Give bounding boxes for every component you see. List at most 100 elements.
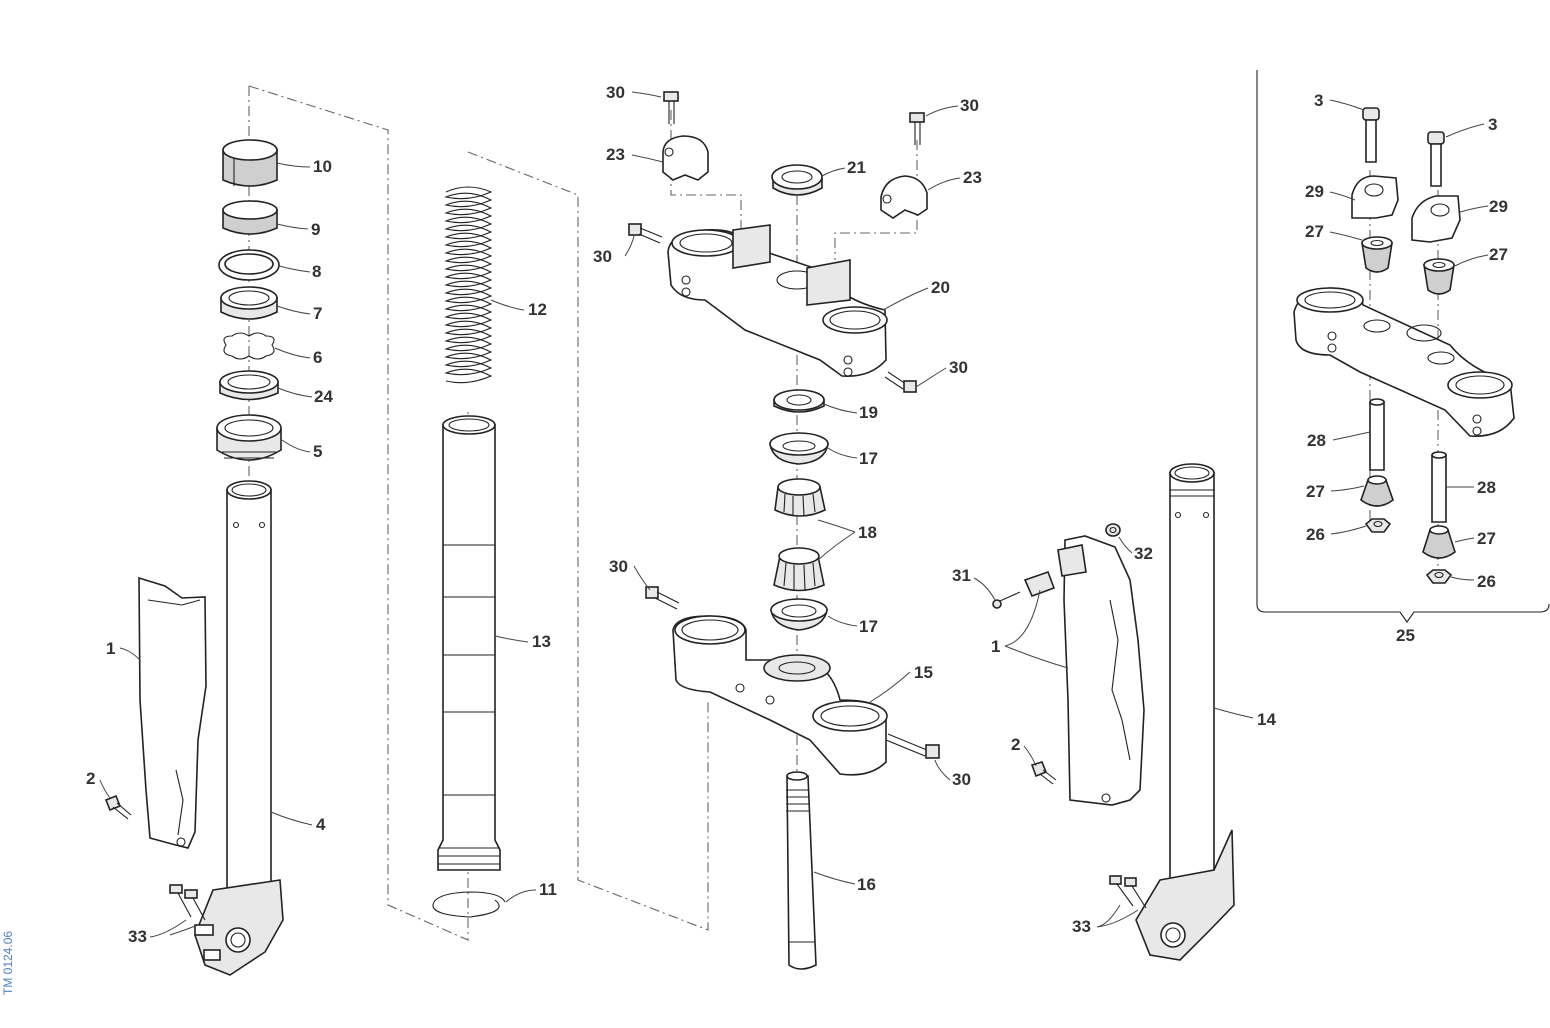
left-fork-leg-group <box>104 139 284 976</box>
callout-10: 10 <box>313 157 332 176</box>
part-8-washer <box>218 249 280 281</box>
part-28-spacer-left <box>1369 398 1385 471</box>
part-26-nut-left <box>1364 518 1392 533</box>
part-6-retaining-clip <box>223 332 275 360</box>
part-1-fork-guard-right <box>1057 535 1145 806</box>
callout-3-b: 3 <box>1488 115 1497 134</box>
part-27-rubber-right-bottom <box>1422 525 1456 559</box>
part-15-lower-triple-clamp <box>672 615 888 776</box>
callout-1-left: 1 <box>106 639 115 658</box>
part-13-inner-tube <box>437 415 501 871</box>
callout-11: 11 <box>539 880 557 899</box>
callout-4: 4 <box>316 815 326 834</box>
part-4-outer-tube <box>194 480 284 976</box>
callout-33-right: 33 <box>1072 917 1091 936</box>
right-fork-leg-group <box>992 463 1235 961</box>
callout-27-c: 27 <box>1306 482 1325 501</box>
callout-27-a: 27 <box>1305 222 1324 241</box>
callout-30-b: 30 <box>960 96 979 115</box>
part-18-bearing-upper <box>774 478 826 517</box>
callout-28-b: 28 <box>1477 478 1496 497</box>
callout-30-a: 30 <box>606 83 625 102</box>
callout-23-a: 23 <box>606 145 625 164</box>
part-24-dust-seal <box>219 370 279 401</box>
callout-29-b: 29 <box>1489 197 1508 216</box>
callout-27-d: 27 <box>1477 529 1496 548</box>
part-29-clamp-right <box>1411 195 1461 243</box>
callout-17-b: 17 <box>859 617 878 636</box>
part-30-bolt-top-right <box>909 112 925 145</box>
callout-19: 19 <box>859 403 878 422</box>
part-5-dust-wiper <box>216 414 282 461</box>
part-2-bolt-left <box>104 794 132 820</box>
part-27-rubber-left-bottom <box>1360 475 1394 507</box>
callout-29-a: 29 <box>1305 182 1324 201</box>
part-20-upper-triple-clamp <box>667 224 888 377</box>
callout-14: 14 <box>1257 710 1276 729</box>
callout-33-left: 33 <box>128 927 147 946</box>
part-3-bolt-right <box>1427 131 1445 187</box>
part-33-bolts-left <box>169 884 206 921</box>
part-16-steering-stem <box>786 771 817 970</box>
assembly-centerlines <box>248 85 1439 941</box>
part-1-fork-guard-left <box>138 576 207 849</box>
callout-24: 24 <box>314 387 333 406</box>
callout-16: 16 <box>857 875 876 894</box>
kit-25-group <box>1256 70 1550 623</box>
part-23-clamp-right <box>880 175 928 219</box>
callout-18: 18 <box>858 523 877 542</box>
callout-23-b: 23 <box>963 168 982 187</box>
callout-30-c: 30 <box>593 247 612 266</box>
part-27-rubber-right-top <box>1423 258 1455 295</box>
part-30-bolt-upper-right <box>884 371 917 393</box>
callout-26-b: 26 <box>1477 572 1496 591</box>
part-32-nut <box>1105 523 1121 537</box>
part-9-bushing <box>222 200 278 235</box>
callout-27-b: 27 <box>1489 245 1508 264</box>
callout-31: 31 <box>952 566 971 585</box>
drawing-reference: TM 0124.06 <box>1 931 15 995</box>
part-10-bushing <box>222 139 278 187</box>
part-17-bearing-race-top <box>769 432 829 465</box>
part-3-bolt-left <box>1362 107 1380 163</box>
part-18-bearing-lower <box>773 547 825 592</box>
callout-25: 25 <box>1396 626 1415 645</box>
callout-2-right: 2 <box>1011 735 1020 754</box>
callout-13: 13 <box>532 632 551 651</box>
callout-21: 21 <box>847 158 866 177</box>
part-29-clamp-left <box>1351 175 1399 219</box>
callout-15: 15 <box>914 663 933 682</box>
callout-12: 12 <box>528 300 547 319</box>
part-17-bearing-race-bottom <box>770 598 828 631</box>
part-19-spacer <box>773 389 825 413</box>
callout-labels: 1 2 33 4 5 24 6 7 8 9 10 12 13 11 30 23 … <box>86 83 1508 946</box>
callout-3-a: 3 <box>1314 91 1323 110</box>
part-31-screw <box>992 570 1056 609</box>
part-12-spring <box>444 186 493 384</box>
callout-28-a: 28 <box>1307 431 1326 450</box>
callout-20: 20 <box>931 278 950 297</box>
part-33-bolts-right <box>1109 875 1147 909</box>
kit-25-triple-clamp <box>1293 287 1515 437</box>
part-26-nut-right <box>1425 569 1453 584</box>
callout-8: 8 <box>312 262 321 281</box>
leader-lines <box>99 91 1489 938</box>
part-14-outer-tube-right <box>1135 463 1235 961</box>
callout-6: 6 <box>313 348 322 367</box>
part-30-bolt-lower-left <box>645 586 680 610</box>
spring-and-cartridge-group <box>432 186 506 918</box>
part-21-stem-nut <box>771 164 823 196</box>
callout-30-d: 30 <box>949 358 968 377</box>
callout-2-left: 2 <box>86 769 95 788</box>
callout-30-f: 30 <box>952 770 971 789</box>
callout-32: 32 <box>1134 544 1153 563</box>
callout-1-right: 1 <box>991 637 1000 656</box>
part-27-rubber-left-top <box>1361 236 1393 273</box>
part-11-snap-ring <box>432 891 506 918</box>
callout-9: 9 <box>311 220 320 239</box>
callout-30-e: 30 <box>609 557 628 576</box>
part-7-oil-seal <box>220 286 278 320</box>
part-30-bolt-top <box>663 91 679 124</box>
part-23-clamp-left <box>662 135 709 181</box>
